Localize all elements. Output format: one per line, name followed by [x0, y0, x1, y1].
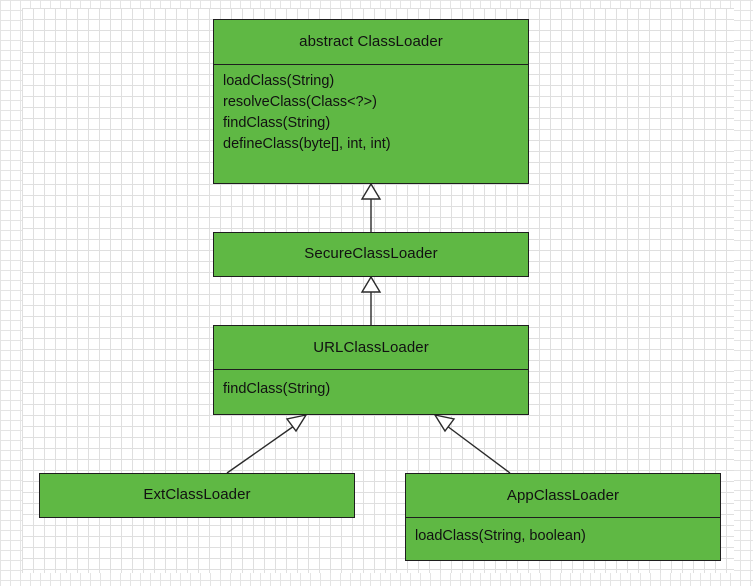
- class-name-secureclassloader: SecureClassLoader: [304, 245, 438, 262]
- class-name-classloader: abstract ClassLoader: [299, 33, 443, 50]
- class-methods-urlclassloader: findClass(String): [214, 369, 528, 413]
- class-name-appclassloader: AppClassLoader: [506, 487, 620, 504]
- method-item: findClass(String): [223, 381, 331, 397]
- method-item: resolveClass(Class<?>): [223, 94, 377, 110]
- class-name-extclassloader: ExtClassLoader: [143, 486, 251, 503]
- class-box-secureclassloader: SecureClassLoader: [213, 232, 529, 277]
- class-box-classloader: abstract ClassLoader loadClass(String) r…: [213, 19, 529, 184]
- class-box-urlclassloader: URLClassLoader findClass(String): [213, 325, 529, 415]
- method-item: loadClass(String): [223, 73, 335, 89]
- method-item: defineClass(byte[], int, int): [223, 136, 391, 152]
- method-item: loadClass(String, boolean): [415, 528, 586, 544]
- class-methods-appclassloader: loadClass(String, boolean): [406, 517, 720, 559]
- method-item: findClass(String): [223, 115, 331, 131]
- class-box-extclassloader: ExtClassLoader: [39, 473, 355, 518]
- class-methods-classloader: loadClass(String) resolveClass(Class<?>)…: [214, 64, 528, 182]
- class-box-appclassloader: AppClassLoader loadClass(String, boolean…: [405, 473, 721, 561]
- class-name-urlclassloader: URLClassLoader: [313, 339, 429, 356]
